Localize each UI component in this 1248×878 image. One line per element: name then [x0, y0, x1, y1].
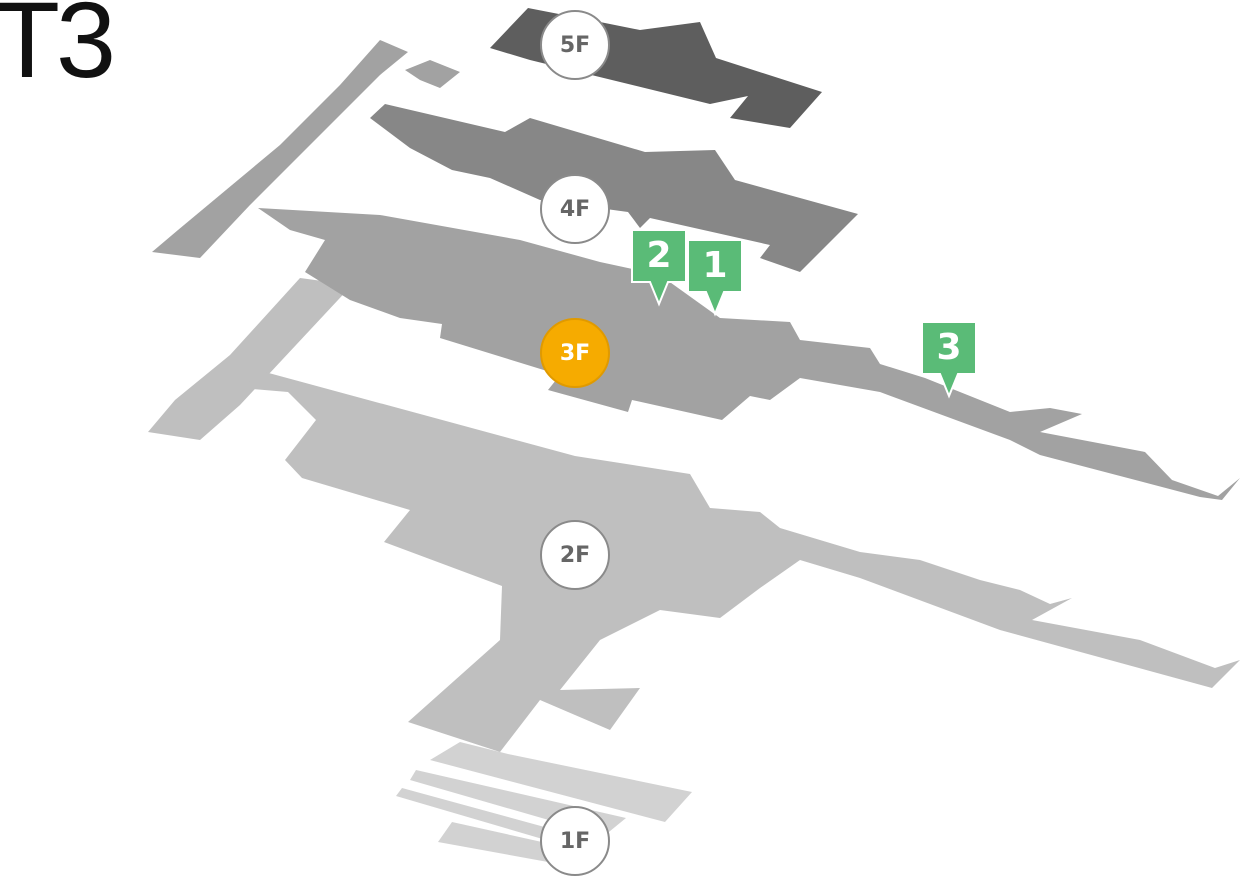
floor-2f-plan: [148, 278, 1240, 752]
terminal-title: T3: [0, 0, 116, 100]
floor-4f-plan: [370, 104, 858, 272]
floor-button-2f[interactable]: 2F: [540, 520, 610, 590]
location-marker-1[interactable]: 1: [687, 239, 743, 317]
floor-5f-plan: [490, 8, 822, 128]
location-marker-2[interactable]: 2: [631, 229, 687, 307]
floor-button-5f[interactable]: 5F: [540, 10, 610, 80]
map-pin-icon: [631, 229, 687, 307]
floor-button-1f[interactable]: 1F: [540, 806, 610, 876]
marker-label: 2: [646, 234, 672, 276]
map-pin-icon: [687, 239, 743, 317]
floor-button-4f[interactable]: 4F: [540, 174, 610, 244]
marker-label: 3: [936, 326, 962, 368]
location-marker-3[interactable]: 3: [921, 321, 977, 399]
marker-label: 1: [702, 244, 728, 286]
map-pin-icon: [921, 321, 977, 399]
floor-button-3f[interactable]: 3F: [540, 318, 610, 388]
floor-3f-plan: [152, 40, 1240, 500]
